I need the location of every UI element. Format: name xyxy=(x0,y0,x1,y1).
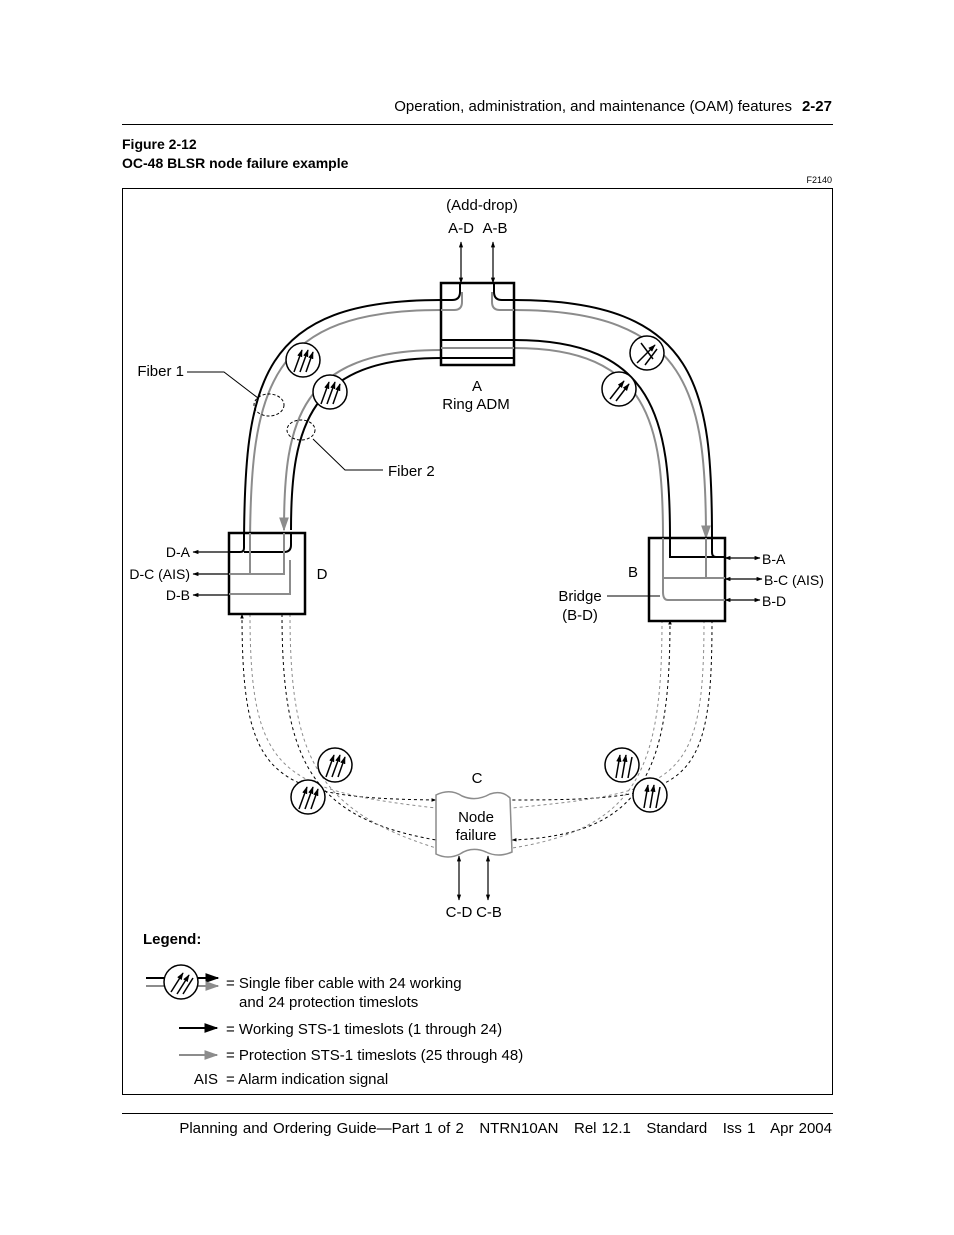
cable-icon xyxy=(317,747,353,783)
node-b-name: B xyxy=(628,564,638,581)
page-footer: Planning and Ordering Guide—Part 1 of 2 … xyxy=(179,1120,832,1137)
fiber-path-lower-right xyxy=(511,619,713,849)
figure-title: OC-48 BLSR node failure example xyxy=(122,155,349,171)
page-number: 2-27 xyxy=(801,98,832,115)
cable-icon xyxy=(629,335,665,371)
cable-icon xyxy=(601,371,637,407)
figure-frame xyxy=(122,188,833,1095)
cable-icon xyxy=(604,747,640,783)
port-a-d: A-D xyxy=(448,220,474,237)
cable-icon xyxy=(632,777,668,813)
output-d-a: D-A xyxy=(166,544,191,560)
legend-title: Legend: xyxy=(143,931,201,948)
header-rule xyxy=(122,124,833,125)
fiber1-leader xyxy=(187,371,259,399)
node-c-status-2: failure xyxy=(456,827,497,844)
bridge-label: Bridge xyxy=(558,588,601,605)
legend-ais-abbr: AIS xyxy=(194,1071,218,1088)
output-d-c: D-C (AIS) xyxy=(129,566,190,582)
fiber-path-inner-right xyxy=(513,339,671,539)
node-a-name: A xyxy=(472,378,482,395)
port-c-b: C-B xyxy=(476,904,502,921)
legend-cable-line1: = Single fiber cable with 24 working xyxy=(226,975,462,992)
port-a-b: A-B xyxy=(482,220,507,237)
fiber2-label: Fiber 2 xyxy=(388,463,435,480)
fiber-path-outer-left xyxy=(243,299,442,551)
node-c-name: C xyxy=(472,770,483,787)
legend-protection: = Protection STS-1 timeslots (25 through… xyxy=(226,1047,523,1064)
add-drop-label: (Add-drop) xyxy=(446,197,518,214)
node-c-status-1: Node xyxy=(458,809,494,826)
cable-icon xyxy=(312,374,348,410)
figure-id: F2140 xyxy=(806,175,832,185)
page-header: Operation, administration, and maintenan… xyxy=(394,98,832,115)
bridge-detail: (B-D) xyxy=(562,607,598,624)
output-b-c: B-C (AIS) xyxy=(764,572,824,588)
fiber1-marker xyxy=(253,393,285,417)
node-a xyxy=(439,281,516,367)
node-a-desc: Ring ADM xyxy=(442,396,510,413)
legend-cable-line2: and 24 protection timeslots xyxy=(239,994,418,1011)
output-b-a: B-A xyxy=(762,551,786,567)
cable-icon xyxy=(285,342,321,378)
fiber2-marker xyxy=(286,419,316,441)
figure-number: Figure 2-12 xyxy=(122,136,197,152)
legend-ais: = Alarm indication signal xyxy=(226,1071,388,1088)
fiber2-leader xyxy=(312,438,383,471)
fiber-path-outer-right xyxy=(513,299,713,540)
node-d xyxy=(227,531,307,616)
section-title: Operation, administration, and maintenan… xyxy=(394,98,792,115)
fiber1-label: Fiber 1 xyxy=(137,363,184,380)
node-d-name: D xyxy=(317,566,328,583)
output-d-b: D-B xyxy=(166,587,190,603)
fiber-path-inner-left xyxy=(279,349,442,532)
cable-icon xyxy=(290,779,326,815)
fiber-path-lower-left xyxy=(240,613,437,849)
footer-rule xyxy=(122,1113,833,1114)
legend-working: = Working STS-1 timeslots (1 through 24) xyxy=(226,1021,502,1038)
node-b xyxy=(647,536,727,623)
legend-cable-icon xyxy=(146,964,220,1000)
output-b-d: B-D xyxy=(762,593,786,609)
port-c-d: C-D xyxy=(446,904,473,921)
node-c xyxy=(435,791,513,858)
